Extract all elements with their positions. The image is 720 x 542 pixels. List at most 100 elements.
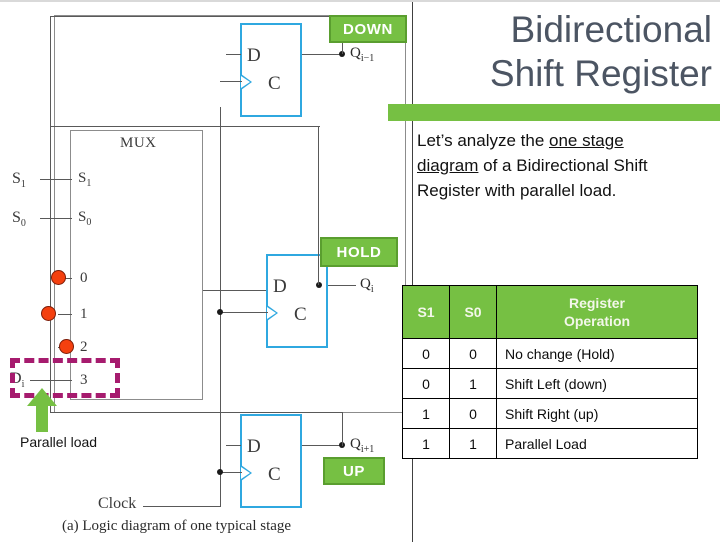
flipflop-bottom-q-label: Qi+1 xyxy=(350,436,374,455)
table-header-operation-line-1: Register xyxy=(568,295,626,311)
wire-middle-q-feedback-top xyxy=(50,126,320,128)
mux-pin-s0-subscript: 0 xyxy=(86,217,92,228)
figure-caption: (a) Logic diagram of one typical stage xyxy=(62,518,292,534)
junction-top-q xyxy=(339,51,345,57)
flipflop-bottom-clock-triangle-inner xyxy=(241,467,250,479)
badge-hold[interactable]: HOLD xyxy=(320,237,398,267)
mux-data-pin-0: 0 xyxy=(80,270,88,286)
table-row: 1 0 Shift Right (up) xyxy=(402,398,698,429)
wire-top-q-feedback xyxy=(50,16,342,18)
body-text-pre: Let’s analyze the xyxy=(417,131,549,150)
highlight-dot-input-2 xyxy=(59,339,74,354)
cell-s0: 1 xyxy=(449,368,497,399)
table-header-row: S1 S0 Register Operation xyxy=(402,285,698,339)
signal-s1-text: S xyxy=(12,170,21,187)
table-header-s0: S0 xyxy=(449,285,497,339)
di-label-text: D xyxy=(10,370,22,387)
cell-s0: 0 xyxy=(449,398,497,429)
signal-s0-subscript: 0 xyxy=(20,218,26,230)
body-paragraph: Let’s analyze the one stage diagram of a… xyxy=(417,128,687,203)
wire-s1 xyxy=(40,179,72,181)
flipflop-middle-c-label: C xyxy=(294,304,307,325)
highlight-dot-input-0 xyxy=(51,270,66,285)
register-operation-table: S1 S0 Register Operation 0 0 No change (… xyxy=(402,285,698,459)
q-middle-subscript: i xyxy=(370,284,374,295)
wire-feedback-bus xyxy=(50,16,52,412)
body-text-post: of a Bidirectional Shift Register with p… xyxy=(417,156,648,200)
wire-clock-bus xyxy=(220,107,222,507)
title-underline-bar xyxy=(388,104,720,121)
wire-top-d-in xyxy=(226,54,241,56)
figure-background xyxy=(0,2,412,542)
q-middle-text: Q xyxy=(360,276,371,292)
wire-bottom-q-feedback xyxy=(50,412,342,414)
table-header-operation-line-2: Operation xyxy=(563,313,631,329)
q-top-subscript: i−1 xyxy=(360,53,375,64)
wire-mux-output xyxy=(203,290,266,292)
table-row: 1 1 Parallel Load xyxy=(402,428,698,459)
table-header-s1: S1 xyxy=(402,285,450,339)
wire-middle-q-out xyxy=(328,285,356,287)
mux-data-pin-1: 1 xyxy=(80,306,88,322)
junction-bottom-clock xyxy=(217,469,223,475)
flipflop-bottom-d-label: D xyxy=(247,436,261,457)
highlight-dot-input-1 xyxy=(41,306,56,321)
table-row: 0 0 No change (Hold) xyxy=(402,338,698,369)
logic-diagram-figure: MUX S1 S0 S1 S0 0 1 2 3 Di xyxy=(0,2,413,542)
wire-top-q-out xyxy=(302,54,344,56)
parallel-load-annotation: Parallel load xyxy=(20,434,98,450)
parallel-load-highlight-box xyxy=(10,358,120,398)
cell-operation: Shift Left (down) xyxy=(496,368,698,399)
q-bottom-text: Q xyxy=(350,436,361,452)
flipflop-top-c-label: C xyxy=(268,73,281,94)
mux-pin-s1-subscript: 1 xyxy=(86,178,92,189)
mux-pin-s0: S0 xyxy=(78,209,91,228)
table-row: 0 1 Shift Left (down) xyxy=(402,368,698,399)
wire-middle-clock xyxy=(220,312,268,314)
wire-s0 xyxy=(40,218,72,220)
wire-bottom-clock xyxy=(220,472,242,474)
wire-top-clock xyxy=(220,81,242,83)
flipflop-middle xyxy=(266,254,328,348)
cell-operation: No change (Hold) xyxy=(496,338,698,369)
flipflop-top xyxy=(240,23,302,117)
flipflop-middle-clock-triangle-inner xyxy=(267,307,276,319)
badge-down[interactable]: DOWN xyxy=(329,15,407,43)
cell-s1: 0 xyxy=(402,368,450,399)
cell-operation: Shift Right (up) xyxy=(496,398,698,429)
flipflop-bottom-c-label: C xyxy=(268,464,281,485)
junction-middle-q xyxy=(316,282,322,288)
di-label: Di xyxy=(10,370,24,390)
parallel-load-arrow-icon xyxy=(27,388,57,432)
clock-label: Clock xyxy=(98,495,137,512)
flipflop-middle-q-label: Qi xyxy=(360,276,374,295)
page-title: Bidirectional Shift Register xyxy=(390,8,712,96)
flipflop-top-d-label: D xyxy=(247,45,261,66)
mux-label: MUX xyxy=(120,135,157,151)
badge-up[interactable]: UP xyxy=(323,457,385,485)
table-header-operation: Register Operation xyxy=(496,285,698,339)
page-title-line-2: Shift Register xyxy=(489,53,712,94)
body-text-underlined: one stage diagram xyxy=(417,131,624,175)
flipflop-bottom xyxy=(240,414,302,508)
mux-data-pin-2: 2 xyxy=(80,339,88,355)
mux-pin-s1: S1 xyxy=(78,170,91,189)
q-top-text: Q xyxy=(350,45,361,61)
cell-s0: 1 xyxy=(449,428,497,459)
mux-pin-s0-text: S xyxy=(78,209,87,225)
junction-middle-clock xyxy=(217,309,223,315)
wire-bottom-q-up xyxy=(342,412,344,446)
flipflop-middle-d-label: D xyxy=(273,276,287,297)
signal-s0-text: S xyxy=(12,209,21,226)
page-title-line-1: Bidirectional xyxy=(510,9,712,50)
wire-bottom-d-in xyxy=(226,445,241,447)
mux-box xyxy=(70,130,203,400)
flipflop-top-q-label: Qi−1 xyxy=(350,45,374,64)
flipflop-top-clock-triangle-inner xyxy=(241,76,250,88)
signal-s1-subscript: 1 xyxy=(20,179,26,191)
wire-middle-q-up xyxy=(318,126,320,285)
cell-operation: Parallel Load xyxy=(496,428,698,459)
cell-s1: 1 xyxy=(402,398,450,429)
cell-s1: 1 xyxy=(402,428,450,459)
